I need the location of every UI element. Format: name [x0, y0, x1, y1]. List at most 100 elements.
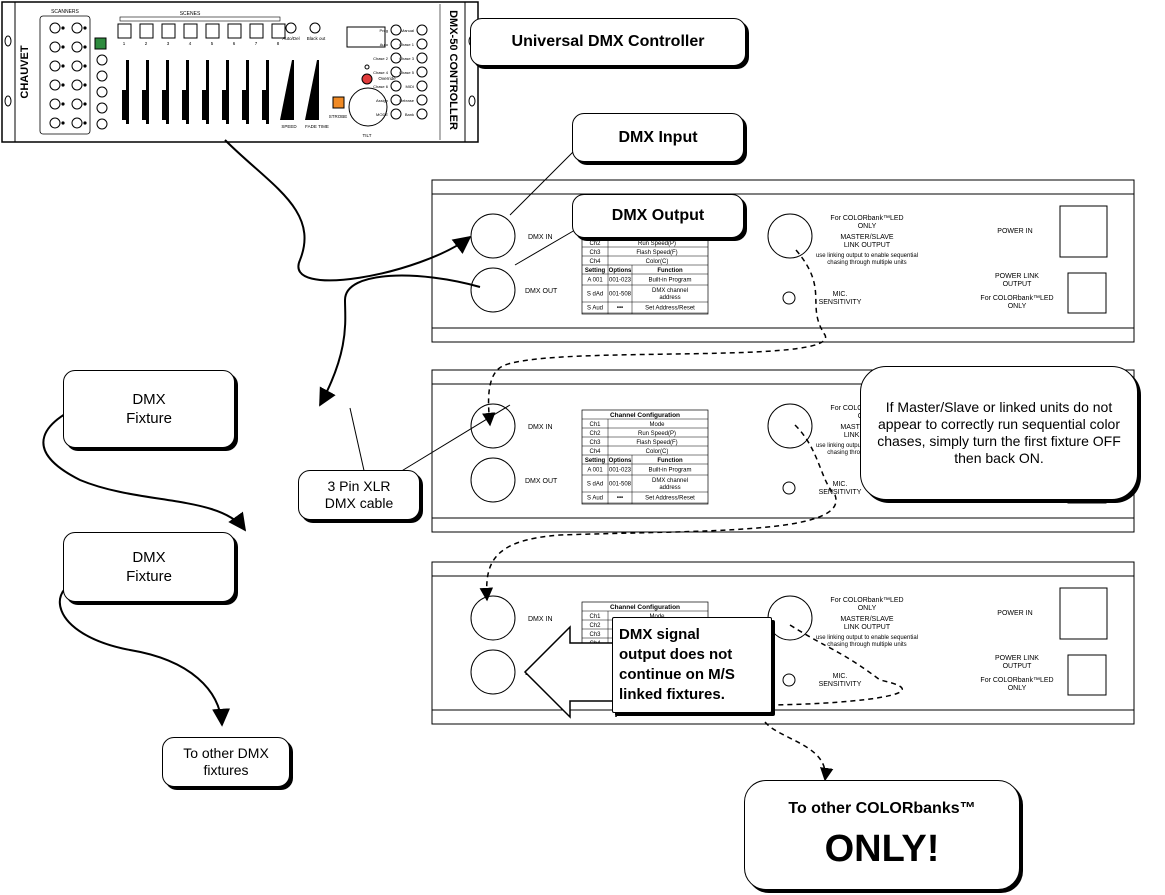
- scanner-buttons: [49, 22, 108, 130]
- cable-controller-to-dmx-in: [224, 139, 472, 282]
- override-label: Override: [378, 76, 396, 81]
- link-output-label: LINK OUTPUT: [844, 624, 891, 631]
- only-label-2: ONLY: [1008, 685, 1027, 692]
- dmx-fixture-1: DMX Fixture: [63, 370, 235, 448]
- table-title: Channel Configuration: [610, 412, 680, 419]
- for-colorbank-label: For COLORbank™LED: [830, 215, 903, 222]
- dmx-signal-line3: continue on M/S: [619, 666, 735, 683]
- dmx-out-jack: [470, 267, 516, 313]
- scene-number: 1: [123, 41, 126, 46]
- table-setting: S dAd: [587, 482, 603, 488]
- power-in-socket: [1059, 587, 1108, 640]
- table-function: Built-in Program: [648, 468, 691, 474]
- controller-button: [416, 38, 428, 50]
- sensitivity-label: SENSITIVITY: [819, 681, 862, 688]
- mic-sensitivity-knob: [782, 481, 796, 495]
- controller-button-label: Chase 4: [373, 70, 389, 75]
- scene-number: 7: [255, 41, 258, 46]
- audio-button-label: Auto/Del: [282, 36, 299, 41]
- controller-button: [416, 80, 428, 92]
- controller-button: [390, 80, 402, 92]
- function-button: [96, 102, 108, 114]
- link-output-label: LINK OUTPUT: [844, 242, 891, 249]
- table-header: Options: [609, 458, 632, 464]
- fader-knob: [162, 90, 169, 120]
- power-in-label: POWER IN: [997, 610, 1032, 617]
- scene-button: [205, 23, 220, 39]
- table-function: Color(C): [646, 259, 669, 265]
- power-link-socket: [1067, 272, 1107, 314]
- mic-label: MIC.: [833, 291, 848, 298]
- fixture1-line2: Fixture: [126, 410, 172, 427]
- controller-button: [390, 94, 402, 106]
- table-function: Set Address/Reset: [645, 306, 695, 312]
- tilt-label: TILT: [363, 133, 372, 138]
- for-colorbank-led-label: For COLORbank™LED: [980, 677, 1053, 684]
- controller-button-label: Release: [399, 98, 414, 103]
- fader-knob: [222, 90, 229, 120]
- cable-fixture1-to-fixture2: [42, 399, 247, 532]
- dmx-output-label: DMX Output: [572, 194, 744, 238]
- table-channel: Ch1: [589, 614, 601, 620]
- dmx-out-label: DMX OUT: [525, 478, 558, 485]
- table-channel: Ch1: [589, 422, 601, 428]
- dmx-in-label: DMX IN: [528, 424, 553, 431]
- table-function: DMX channel: [652, 478, 688, 484]
- sensitivity-label: SENSITIVITY: [819, 489, 862, 496]
- dmx-signal-line1: DMX signal: [619, 626, 700, 643]
- controller-button-label: Auto: [380, 42, 389, 47]
- to-other-colorbanks-label: To other COLORbanks™ ONLY!: [744, 780, 1020, 890]
- only-label: ONLY: [858, 605, 877, 612]
- other-dmx-line2: fixtures: [203, 762, 249, 778]
- scene-button: [249, 23, 264, 39]
- scene-button: [227, 23, 242, 39]
- fixture1-line1: DMX: [132, 391, 166, 408]
- table-option: 001-508: [609, 482, 632, 488]
- mic-label: MIC.: [833, 481, 848, 488]
- power-link-label: POWER LINK: [995, 273, 1039, 280]
- scene-number: 5: [211, 41, 214, 46]
- to-other-dmx-label: To other DMX fixtures: [162, 737, 290, 787]
- only-label-2: ONLY: [1008, 303, 1027, 310]
- controller-button: [416, 52, 428, 64]
- dmx-output-text: DMX Output: [611, 207, 705, 224]
- strobe-label: STROBE: [329, 114, 348, 119]
- power-link-socket: [1067, 654, 1107, 696]
- table-channel: Ch4: [589, 449, 601, 455]
- dmx-input-label: DMX Input: [572, 113, 744, 162]
- channel-faders: [122, 60, 269, 124]
- xlr-line1: 3 Pin XLR: [327, 478, 391, 494]
- table-function: address: [659, 295, 680, 301]
- fader-knob: [202, 90, 209, 120]
- scene-number: 6: [233, 41, 236, 46]
- controller-side-title: DMX-50 CONTROLLER: [447, 10, 459, 130]
- table-channel: Ch3: [589, 440, 601, 446]
- function-button: [96, 86, 108, 98]
- scene-button: [139, 23, 154, 39]
- dmx-in-jack: [470, 403, 516, 449]
- fixture2-line2: Fixture: [126, 568, 172, 585]
- table-option: •••: [617, 306, 623, 312]
- table-function: Flash Speed(F): [636, 250, 677, 256]
- table-option: 001-023: [609, 468, 632, 474]
- controller-button-label: Prog: [380, 28, 388, 33]
- table-channel: Ch3: [589, 632, 601, 638]
- only-label: ONLY: [858, 223, 877, 230]
- mic-sensitivity-knob: [782, 673, 796, 687]
- scanner-button: [49, 60, 61, 72]
- link-cable-3: [759, 624, 904, 706]
- scanner-button: [71, 41, 83, 53]
- dmx-out-jack: [470, 457, 516, 503]
- fader-knob: [182, 90, 189, 120]
- use-linking-label-2: chasing through multiple units: [827, 260, 906, 266]
- table-header: Function: [657, 458, 683, 464]
- table-title: Channel Configuration: [610, 604, 680, 611]
- table-channel: Ch2: [589, 431, 601, 437]
- pointer-lines: [349, 144, 581, 476]
- power-link-label: POWER LINK: [995, 655, 1039, 662]
- scanner-button: [49, 22, 61, 34]
- controller-button: [390, 52, 402, 64]
- table-header: Setting: [585, 268, 606, 274]
- scene-number: 8: [277, 41, 280, 46]
